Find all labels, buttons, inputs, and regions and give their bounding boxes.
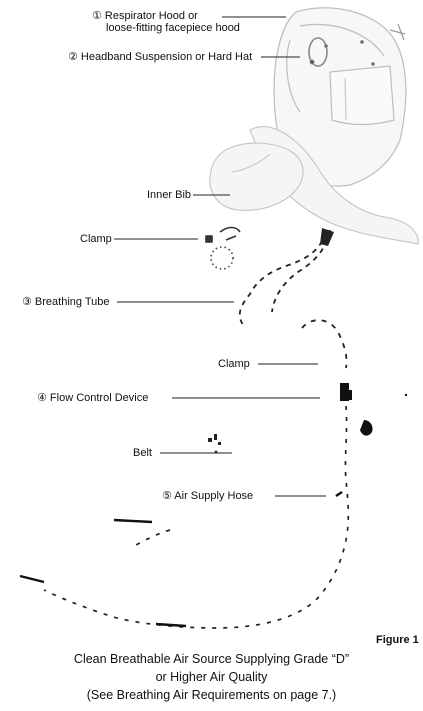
label-respirator-hood-line1: ① Respirator Hood or	[92, 10, 240, 22]
figure-label: Figure 1	[376, 634, 423, 646]
label-clamp-upper: Clamp	[80, 233, 112, 245]
caption-line2: or Higher Air Quality	[0, 668, 423, 686]
label-belt: Belt	[133, 447, 152, 459]
caption-line1: Clean Breathable Air Source Supplying Gr…	[0, 650, 423, 668]
label-respirator-hood-line2: loose-fitting facepiece hood	[92, 22, 240, 34]
label-flow-control: ④ Flow Control Device	[37, 392, 148, 404]
caption-line3: (See Breathing Air Requirements on page …	[0, 686, 423, 704]
label-breathing-tube: ③ Breathing Tube	[22, 296, 110, 308]
label-respirator-hood: ① Respirator Hood or loose-fitting facep…	[92, 10, 240, 34]
label-clamp-lower: Clamp	[218, 358, 250, 370]
label-air-supply-hose: ⑤ Air Supply Hose	[162, 490, 253, 502]
label-headband: ② Headband Suspension or Hard Hat	[68, 51, 252, 63]
label-inner-bib: Inner Bib	[147, 189, 191, 201]
